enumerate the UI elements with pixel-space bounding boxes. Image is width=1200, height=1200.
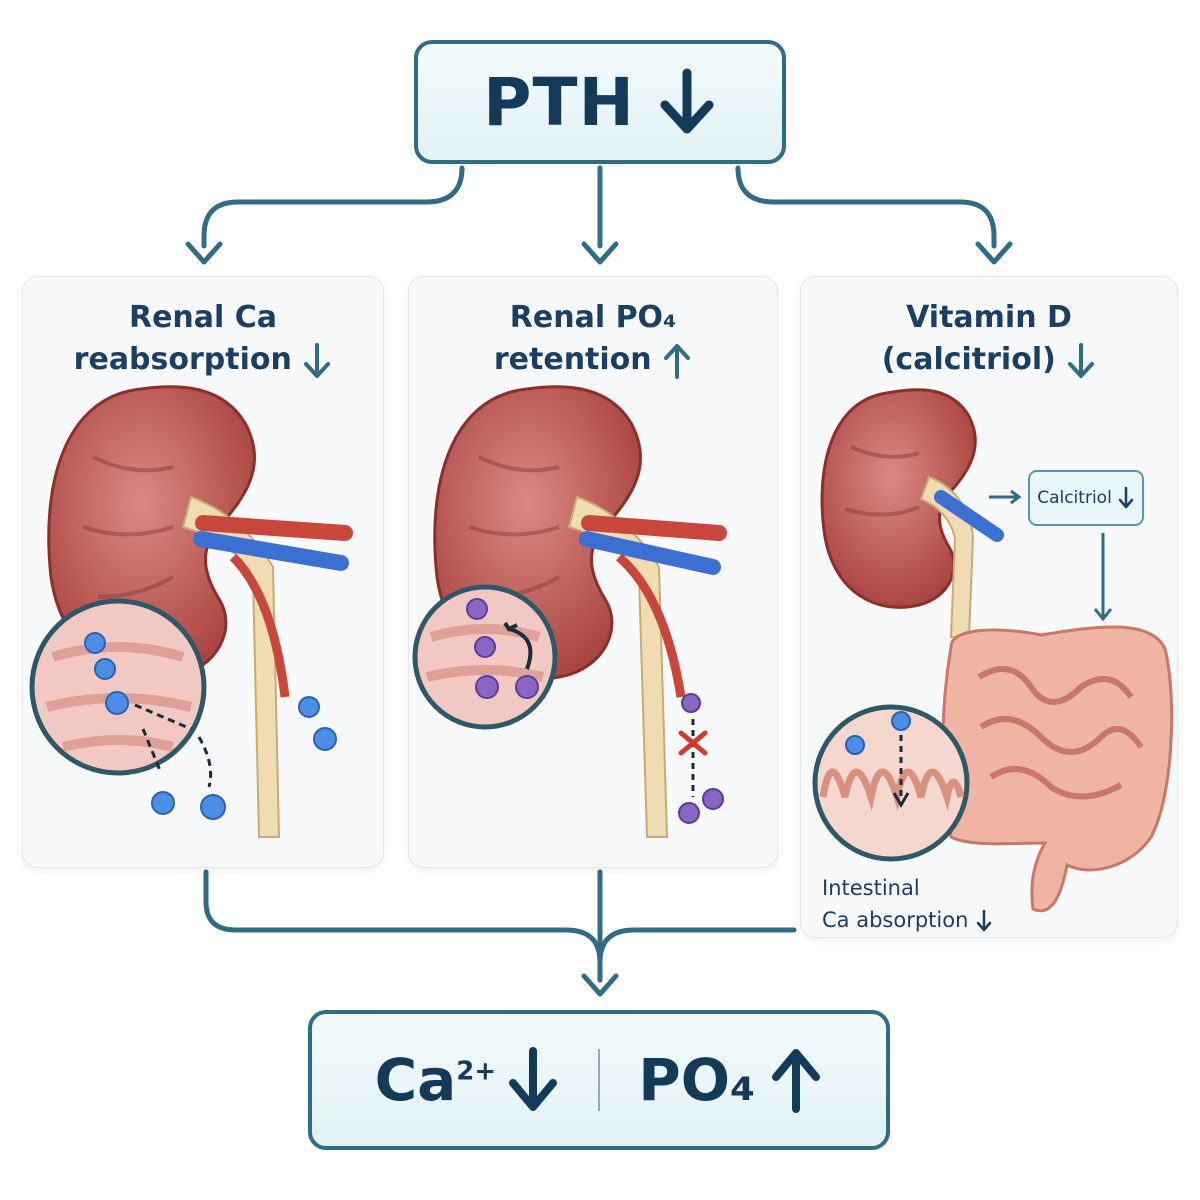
- calcium-label: Ca2+: [375, 1046, 497, 1114]
- arrow-down-icon: [1118, 486, 1134, 509]
- calcium-symbol: Ca: [374, 1046, 457, 1114]
- arrow-down-icon: [660, 68, 714, 134]
- pth-box: PTH: [414, 40, 786, 164]
- intestinal-label: Intestinal Ca absorption: [822, 872, 993, 936]
- panel-1-line1: Renal Ca: [128, 300, 278, 335]
- kidney-illustration: [29, 385, 353, 838]
- panel-3-line2: (calcitriol): [881, 342, 1056, 377]
- arrow-down-icon: [1068, 342, 1095, 378]
- panel-1-heading: Renal Ca reabsorption: [23, 297, 383, 381]
- panel-3-heading: Vitamin D (calcitriol): [801, 297, 1177, 381]
- panel-renal-po4: Renal PO₄ retention: [408, 276, 778, 868]
- panel-3-line1: Vitamin D: [906, 300, 1072, 335]
- kidney-intestine-illustration: [812, 388, 1174, 913]
- kidney-illustration: [412, 385, 727, 838]
- panel-1-line2: reabsorption: [73, 342, 292, 377]
- arrow-up-icon: [772, 1049, 821, 1113]
- pth-label: PTH: [483, 63, 635, 141]
- panel-renal-ca: Renal Ca reabsorption: [22, 276, 384, 868]
- calcium-charge: 2+: [456, 1056, 497, 1087]
- result-box: Ca2+ PO₄: [308, 1010, 890, 1150]
- intestinal-line1: Intestinal: [822, 876, 920, 900]
- intestinal-line2: Ca absorption: [822, 908, 969, 932]
- panel-2-line2: retention: [493, 342, 652, 377]
- result-divider: [598, 1049, 601, 1111]
- phosphate-label: PO₄: [638, 1046, 756, 1114]
- panel-vitamin-d: Vitamin D (calcitriol): [800, 276, 1178, 938]
- calcitriol-label: Calcitriol: [1037, 488, 1112, 508]
- arrow-up-icon: [664, 343, 691, 379]
- arrow-down-icon: [976, 909, 992, 932]
- panel-2-heading: Renal PO₄ retention: [409, 297, 777, 381]
- panel-2-line1: Renal PO₄: [509, 300, 677, 335]
- arrow-down-icon: [304, 342, 331, 378]
- calcitriol-box: Calcitriol: [1028, 470, 1144, 526]
- arrow-down-icon: [509, 1047, 558, 1111]
